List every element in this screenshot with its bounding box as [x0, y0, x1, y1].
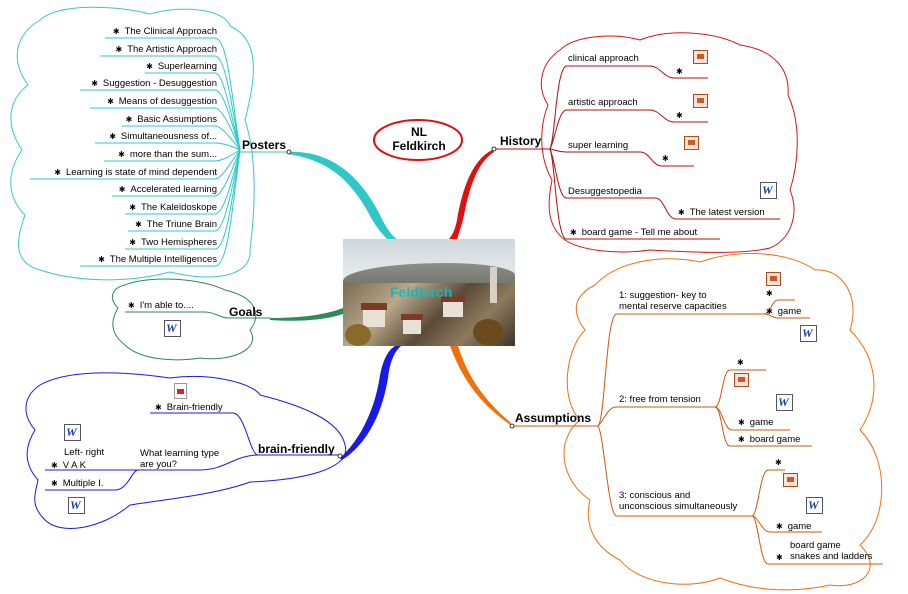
assumptions-label[interactable]: Assumptions: [515, 411, 591, 425]
bullet-marker: [676, 110, 688, 121]
history-board[interactable]: board game - Tell me about: [570, 227, 697, 238]
posters-item[interactable]: more than the sum...: [118, 149, 217, 160]
nl-line2: Feldkirch: [386, 139, 452, 153]
assumption-1[interactable]: 1: suggestion- key to mental reserve cap…: [619, 290, 727, 312]
powerpoint-icon[interactable]: [693, 50, 708, 64]
goals-label[interactable]: Goals: [229, 305, 262, 319]
posters-item[interactable]: Basic Assumptions: [126, 114, 217, 125]
posters-item[interactable]: The Clinical Approach: [113, 26, 217, 37]
posters-item[interactable]: The Triune Brain: [135, 219, 217, 230]
posters-branch: [288, 152, 398, 240]
posters-item[interactable]: Means of desuggestion: [107, 96, 217, 107]
assumption-1-game[interactable]: game: [766, 306, 801, 317]
posters-item[interactable]: Learning is state of mind dependent: [54, 167, 217, 178]
word-document-icon[interactable]: W: [164, 320, 181, 337]
history-clinical[interactable]: clinical approach: [568, 53, 639, 64]
powerpoint-icon[interactable]: [693, 94, 708, 108]
assumption-2[interactable]: 2: free from tension: [619, 394, 701, 405]
bullet-marker: [737, 357, 749, 368]
posters-item[interactable]: Suggestion - Desuggestion: [91, 78, 217, 89]
learning-type-question[interactable]: What learning type are you?: [140, 448, 219, 470]
goals-cloud: [112, 279, 255, 360]
nl-line1: NL: [386, 125, 452, 139]
history-super[interactable]: super learning: [568, 140, 628, 151]
goals-branch: [270, 308, 343, 321]
bullet-marker: [776, 552, 788, 563]
history-desugg[interactable]: Desuggestopedia: [568, 186, 642, 197]
bullet-marker: [766, 288, 778, 299]
posters-item[interactable]: Simultaneousness of...: [109, 131, 217, 142]
posters-label[interactable]: Posters: [242, 138, 286, 152]
assumptions-branch: [450, 346, 512, 426]
brain-item[interactable]: Brain-friendly: [155, 402, 223, 413]
history-latest[interactable]: The latest version: [678, 207, 765, 218]
bullet-marker: [676, 66, 688, 77]
nl-label: NL Feldkirch: [386, 125, 452, 153]
posters-item[interactable]: The Artistic Approach: [116, 44, 217, 55]
word-document-icon[interactable]: W: [806, 497, 823, 514]
word-document-icon[interactable]: W: [68, 497, 85, 514]
powerpoint-icon[interactable]: [766, 272, 781, 286]
word-document-icon[interactable]: W: [64, 424, 81, 441]
goals-item[interactable]: I'm able to....: [128, 300, 194, 311]
posters-item[interactable]: The Multiple Intelligences: [98, 254, 217, 265]
history-artistic[interactable]: artistic approach: [568, 97, 638, 108]
word-document-icon[interactable]: W: [760, 182, 777, 199]
powerpoint-icon[interactable]: [783, 473, 798, 487]
multiple-i-label[interactable]: Multiple I.: [51, 478, 103, 489]
history-branch: [448, 150, 494, 240]
vak-label[interactable]: V A K: [51, 460, 86, 471]
assumption-3[interactable]: 3: conscious and unconscious simultaneou…: [619, 490, 737, 512]
pdf-icon[interactable]: [174, 383, 187, 399]
posters-item[interactable]: The Kaleidoskope: [129, 202, 217, 213]
powerpoint-icon[interactable]: [734, 373, 749, 387]
powerpoint-icon[interactable]: [684, 136, 699, 150]
assumption-2-board[interactable]: board game: [738, 434, 800, 445]
word-document-icon[interactable]: W: [800, 325, 817, 342]
brain-label[interactable]: brain-friendly: [258, 442, 335, 456]
posters-item[interactable]: Accelerated learning: [119, 184, 217, 195]
left-right-label[interactable]: Left- right: [64, 447, 104, 458]
assumption-3-board[interactable]: board game snakes and ladders: [790, 540, 872, 562]
assumption-3-game[interactable]: game: [776, 521, 811, 532]
history-label[interactable]: History: [500, 134, 541, 148]
bullet-marker: [775, 457, 787, 468]
posters-item[interactable]: Two Hemispheres: [129, 237, 217, 248]
center-title: Feldkirch: [390, 284, 452, 300]
bullet-marker: [662, 153, 674, 164]
posters-item[interactable]: Superlearning: [146, 61, 217, 72]
assumption-2-game[interactable]: game: [738, 417, 773, 428]
brain-branch: [340, 346, 401, 460]
word-document-icon[interactable]: W: [776, 394, 793, 411]
